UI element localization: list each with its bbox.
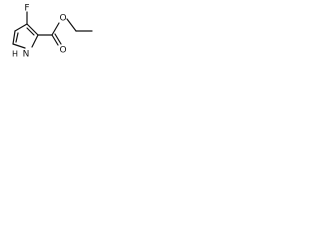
- ring-bond-c5-c4: [12, 30, 16, 45]
- bond-carbonyl-carbon-ester-o: [51, 22, 60, 36]
- carbonyl-double-bond-2: [54, 33, 62, 45]
- ring-bond-c4-c3: [14, 23, 28, 32]
- nitrogen-label: N: [23, 50, 30, 60]
- carbonyl-double-bond-1: [51, 34, 59, 46]
- carbonyl-oxygen-label: O: [59, 46, 66, 56]
- nitrogen-hydrogen-label: H: [12, 50, 18, 59]
- fluorine-label: F: [24, 4, 29, 14]
- ring-double-bond-c5-c4-inner: [15, 32, 19, 43]
- ring-bond-c3-c2: [26, 23, 39, 36]
- bond-ester-o-ch2: [66, 18, 77, 32]
- ring-double-bond-c3-c2-inner: [26, 27, 35, 36]
- chemical-structure-canvas: F H N O O: [0, 0, 103, 74]
- ester-oxygen-label: O: [59, 14, 66, 24]
- molecule-diagram: F H N O O: [12, 4, 93, 60]
- ring-bond-n1-c5: [12, 43, 26, 49]
- ring-bond-c2-n1: [31, 34, 39, 48]
